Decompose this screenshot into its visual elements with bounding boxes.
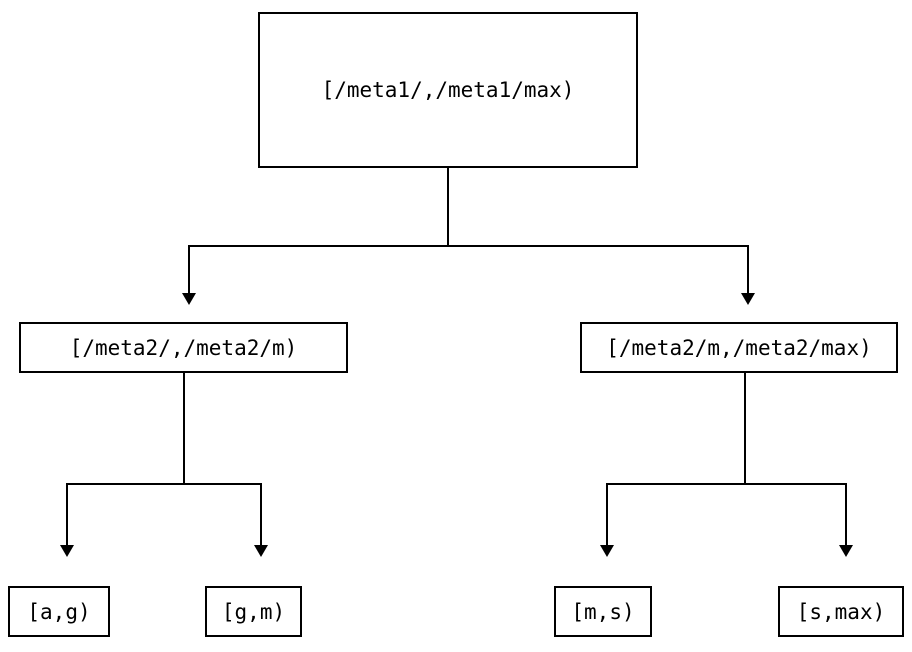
arrowhead-mid-left-icon: [182, 293, 196, 305]
tree-node-leaf-3-label: [m,s): [571, 599, 635, 624]
arrowhead-leaf2-icon: [254, 545, 268, 557]
edge-mid-right-to-leaf3-drop: [606, 483, 608, 545]
arrowhead-leaf3-icon: [600, 545, 614, 557]
edge-root-bar: [188, 245, 749, 247]
tree-node-root[interactable]: [/meta1/,/meta1/max): [258, 12, 638, 168]
edge-mid-left-to-leaf2-drop: [260, 483, 262, 545]
arrowhead-leaf4-icon: [839, 545, 853, 557]
edge-mid-left-bar: [66, 483, 262, 485]
tree-node-leaf-3[interactable]: [m,s): [554, 586, 652, 637]
edge-mid-right-bar: [606, 483, 847, 485]
tree-node-mid-left[interactable]: [/meta2/,/meta2/m): [19, 322, 348, 373]
tree-node-leaf-4[interactable]: [s,max): [778, 586, 904, 637]
edge-mid-left-to-leaf1-drop: [66, 483, 68, 545]
tree-node-leaf-1-label: [a,g): [27, 599, 91, 624]
edge-root-to-mid-right-drop: [747, 245, 749, 293]
edge-root-stem: [447, 168, 449, 246]
tree-node-leaf-2[interactable]: [g,m): [205, 586, 302, 637]
edge-mid-left-stem: [183, 373, 185, 484]
tree-node-leaf-4-label: [s,max): [796, 599, 886, 624]
edge-root-to-mid-left-drop: [188, 245, 190, 293]
arrowhead-leaf1-icon: [60, 545, 74, 557]
arrowhead-mid-right-icon: [741, 293, 755, 305]
edge-mid-right-stem: [744, 373, 746, 484]
edge-mid-right-to-leaf4-drop: [845, 483, 847, 545]
tree-node-mid-left-label: [/meta2/,/meta2/m): [69, 335, 298, 360]
tree-node-leaf-1[interactable]: [a,g): [8, 586, 110, 637]
tree-node-mid-right-label: [/meta2/m,/meta2/max): [606, 335, 872, 360]
tree-node-leaf-2-label: [g,m): [221, 599, 286, 624]
tree-node-mid-right[interactable]: [/meta2/m,/meta2/max): [580, 322, 898, 373]
tree-node-root-label: [/meta1/,/meta1/max): [321, 78, 575, 102]
